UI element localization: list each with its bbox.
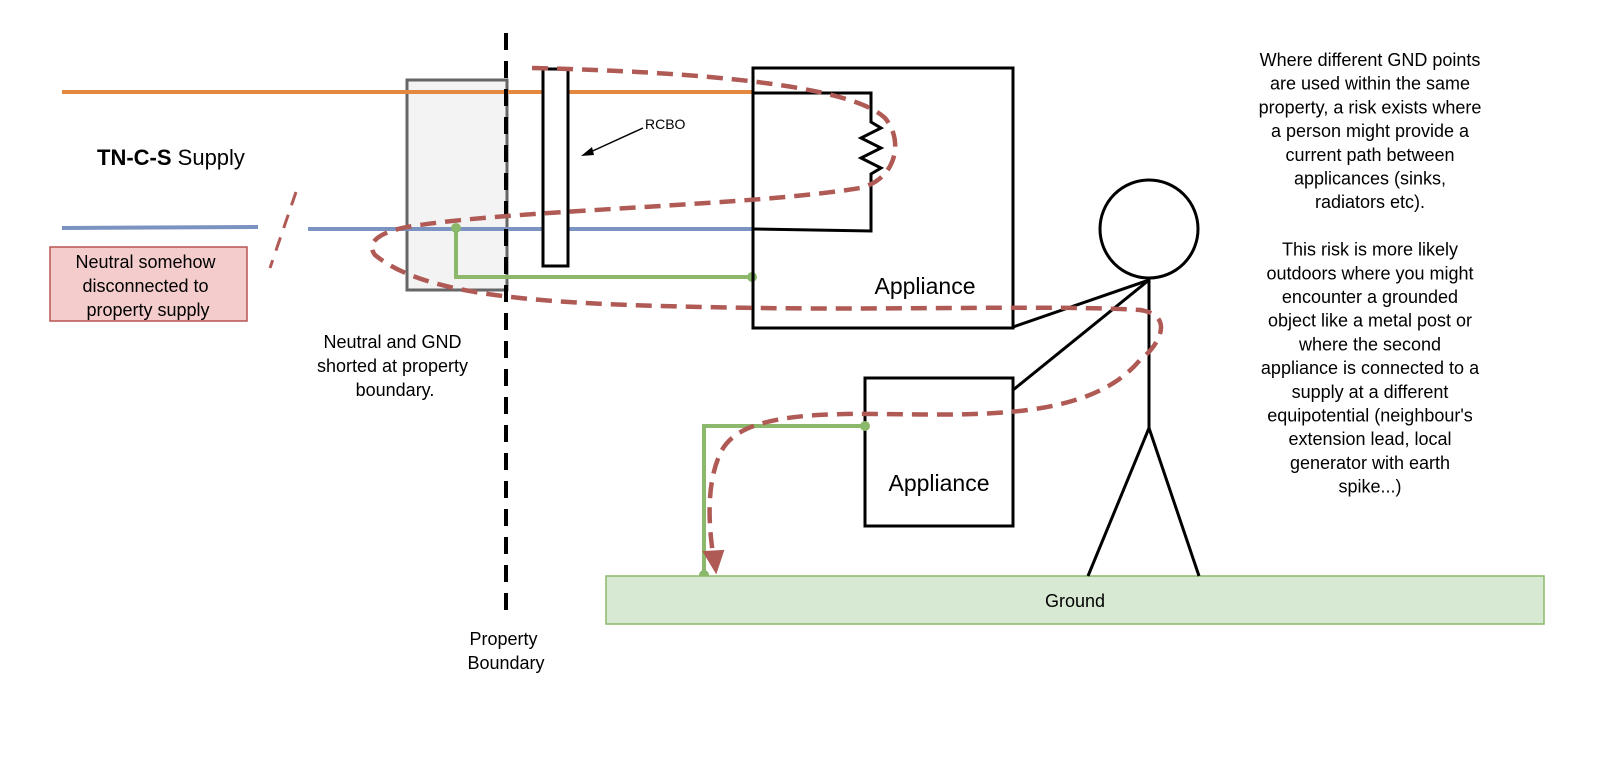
explanation-line: applicances (sinks,	[1294, 169, 1446, 189]
explanation-line: property, a risk exists where	[1259, 97, 1482, 117]
appliance-top-load-wiring	[752, 91, 885, 233]
property-boundary-line-1: Property	[469, 629, 537, 649]
short-line-3: boundary.	[356, 380, 435, 400]
explanation-line: Where different GND points	[1260, 50, 1481, 70]
current-path-arrow-head	[702, 549, 725, 575]
explanation-text: Where different GND points are used withi…	[1259, 50, 1482, 497]
earth-conductor	[454, 228, 752, 279]
person-arm-lower	[1012, 278, 1150, 392]
explanation-line: where the second	[1298, 334, 1441, 354]
person-leg-left	[1086, 427, 1151, 577]
rcbo-arrow-head	[581, 147, 594, 156]
appliance-top-label: Appliance	[874, 273, 975, 299]
short-label: Neutral and GND shorted at property boun…	[317, 332, 473, 400]
rcbo-pointer-arrow	[585, 127, 644, 155]
supply-title-bold: TN-C-S	[97, 145, 172, 170]
explanation-line: generator with earth	[1290, 453, 1450, 473]
appliance-bottom-label: Appliance	[888, 470, 989, 496]
rcbo-device	[541, 67, 570, 268]
appliance-bottom-box	[863, 376, 1015, 528]
neutral-fault-line-3: property supply	[86, 300, 209, 320]
neutral-conductor-supply	[61, 225, 259, 230]
explanation-line: equipotential (neighbour's	[1267, 406, 1473, 426]
property-boundary-label: Property Boundary	[467, 629, 544, 673]
neutral-break-mark	[268, 191, 298, 269]
explanation-line: extension lead, local	[1288, 429, 1451, 449]
person-figure	[1012, 178, 1201, 577]
neutral-fault-label: Neutral somehow disconnected to property…	[75, 252, 220, 320]
person-arm-upper	[1012, 278, 1150, 329]
supply-title-rest: Supply	[172, 145, 245, 170]
earth-node-bottom-appliance	[860, 421, 870, 431]
explanation-line: outdoors where you might	[1266, 263, 1473, 283]
ground-label: Ground	[1045, 591, 1105, 611]
neutral-fault-line-1: Neutral somehow	[75, 252, 216, 272]
rcbo-label: RCBO	[645, 116, 686, 132]
explanation-line: current path between	[1285, 145, 1454, 165]
explanation-line: are used within the same	[1270, 74, 1470, 94]
person-leg-right	[1147, 427, 1201, 577]
supply-title: TN-C-S Supply	[97, 145, 245, 170]
explanation-line: object like a metal post or	[1268, 311, 1472, 331]
person-head	[1098, 178, 1200, 280]
explanation-line: spike...)	[1338, 477, 1401, 497]
earth-conductor-bottom	[702, 424, 865, 575]
explanation-line: This risk is more likely	[1282, 240, 1458, 260]
neutral-fault-box	[49, 246, 248, 322]
explanation-line: a person might provide a	[1271, 121, 1470, 141]
neutral-fault-line-2: disconnected to	[82, 276, 208, 296]
short-line-1: Neutral and GND	[323, 332, 461, 352]
explanation-line: appliance is connected to a	[1261, 358, 1480, 378]
short-line-2: shorted at property	[317, 356, 468, 376]
explanation-line: encounter a grounded	[1282, 287, 1458, 307]
explanation-line: radiators etc).	[1315, 192, 1425, 212]
explanation-line: supply at a different	[1292, 382, 1449, 402]
earth-node-boundary	[451, 223, 461, 233]
property-boundary-line-2: Boundary	[467, 653, 544, 673]
ground-bar	[605, 575, 1545, 625]
current-path	[369, 65, 1164, 561]
